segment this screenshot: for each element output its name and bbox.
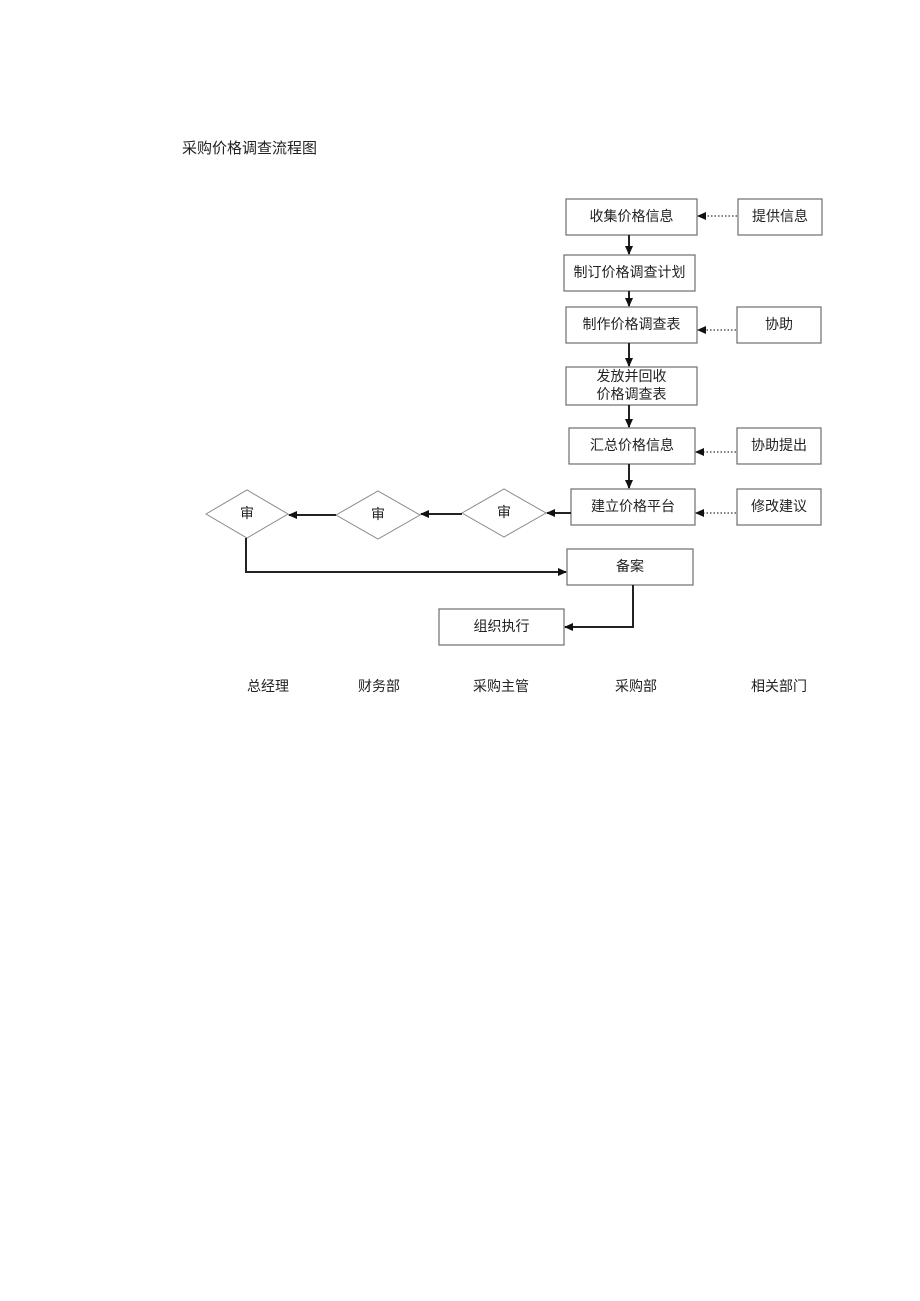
node-provide-info: 提供信息: [737, 198, 823, 236]
node-suggest-changes-label: 修改建议: [751, 499, 807, 515]
column-label-purchasing: 采购部: [615, 679, 657, 695]
node-assist-propose: 协助提出: [736, 427, 822, 465]
node-build-platform-label: 建立价格平台: [591, 499, 675, 515]
node-make-plan: 制订价格调查计划: [563, 254, 696, 292]
node-provide-info-label: 提供信息: [752, 208, 808, 225]
node-execute-label: 组织执行: [474, 619, 530, 635]
node-assist-label: 协助: [765, 317, 793, 333]
node-distribute-label-1: 发放并回收: [597, 369, 667, 385]
decision-review-gm-label: 审: [240, 506, 254, 522]
node-distribute: 发放并回收 价格调查表: [565, 366, 698, 406]
node-assist-propose-label: 协助提出: [751, 438, 807, 454]
decision-review-supervisor-label: 审: [497, 505, 511, 521]
decision-review-finance: 审: [334, 490, 422, 540]
column-label-related: 相关部门: [751, 679, 807, 695]
arrow-record-to-execute: [564, 585, 634, 631]
node-collect-info: 收集价格信息: [565, 198, 698, 236]
node-make-plan-label: 制订价格调查计划: [574, 265, 686, 281]
node-collect-info-label: 收集价格信息: [590, 208, 674, 225]
node-make-form: 制作价格调查表: [565, 306, 698, 344]
node-record: 备案: [566, 548, 694, 586]
node-suggest-changes: 修改建议: [736, 488, 822, 526]
node-assist: 协助: [736, 306, 822, 344]
column-label-finance: 财务部: [358, 679, 400, 695]
node-summarize: 汇总价格信息: [568, 427, 696, 465]
node-record-label: 备案: [616, 558, 644, 575]
decision-review-finance-label: 审: [371, 507, 385, 523]
decision-review-gm: 审: [205, 489, 289, 539]
node-build-platform: 建立价格平台: [570, 488, 696, 526]
node-make-form-label: 制作价格调查表: [583, 317, 681, 333]
page-title: 采购价格调查流程图: [182, 139, 318, 157]
node-execute: 组织执行: [438, 608, 565, 646]
arrow-gm-to-record: [245, 538, 567, 576]
column-label-gm: 总经理: [247, 679, 289, 695]
decision-review-supervisor: 审: [460, 488, 548, 538]
node-summarize-label: 汇总价格信息: [590, 437, 674, 454]
node-distribute-label-2: 价格调查表: [597, 387, 667, 403]
column-label-supervisor: 采购主管: [473, 679, 529, 695]
